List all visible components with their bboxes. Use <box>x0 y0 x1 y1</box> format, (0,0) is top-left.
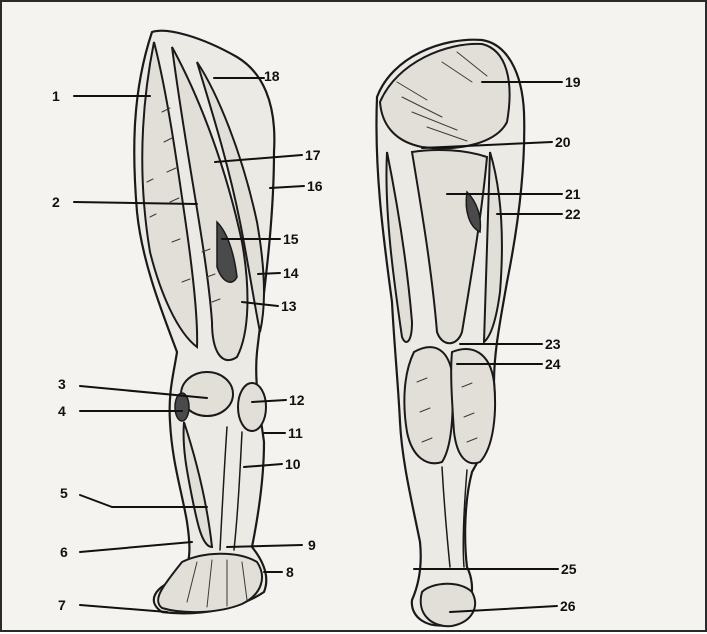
anterior-leg-view <box>134 31 274 614</box>
leader-7 <box>80 605 167 612</box>
label-22: 22 <box>565 206 581 222</box>
label-6: 6 <box>60 544 68 560</box>
label-3: 3 <box>58 376 66 392</box>
label-23: 23 <box>545 336 561 352</box>
label-10: 10 <box>285 456 301 472</box>
heel <box>421 584 475 626</box>
label-13: 13 <box>281 298 297 314</box>
label-20: 20 <box>555 134 571 150</box>
label-24: 24 <box>545 356 561 372</box>
label-4: 4 <box>58 403 66 419</box>
gluteal-muscle <box>380 44 510 148</box>
gastrocnemius-lateral-head <box>404 347 452 463</box>
label-14: 14 <box>283 265 299 281</box>
label-17: 17 <box>305 147 321 163</box>
leader-16 <box>270 186 304 188</box>
label-19: 19 <box>565 74 581 90</box>
label-9: 9 <box>308 537 316 553</box>
label-16: 16 <box>307 178 323 194</box>
label-2: 2 <box>52 194 60 210</box>
posterior-leg-view <box>376 40 524 626</box>
leader-6 <box>80 542 192 552</box>
label-11: 11 <box>288 425 303 441</box>
label-12: 12 <box>289 392 305 408</box>
label-8: 8 <box>286 564 294 580</box>
label-1: 1 <box>52 88 60 104</box>
leader-5 <box>80 495 112 507</box>
gastrocnemius-medial-head <box>451 349 495 463</box>
label-7: 7 <box>58 597 66 613</box>
label-26: 26 <box>560 598 576 614</box>
label-5: 5 <box>60 485 68 501</box>
label-15: 15 <box>283 231 299 247</box>
label-18: 18 <box>264 68 280 84</box>
leader-14 <box>258 273 280 274</box>
medial-knee-bulge <box>238 383 266 431</box>
label-25: 25 <box>561 561 577 577</box>
knee-shadow <box>175 393 189 421</box>
label-21: 21 <box>565 186 581 202</box>
